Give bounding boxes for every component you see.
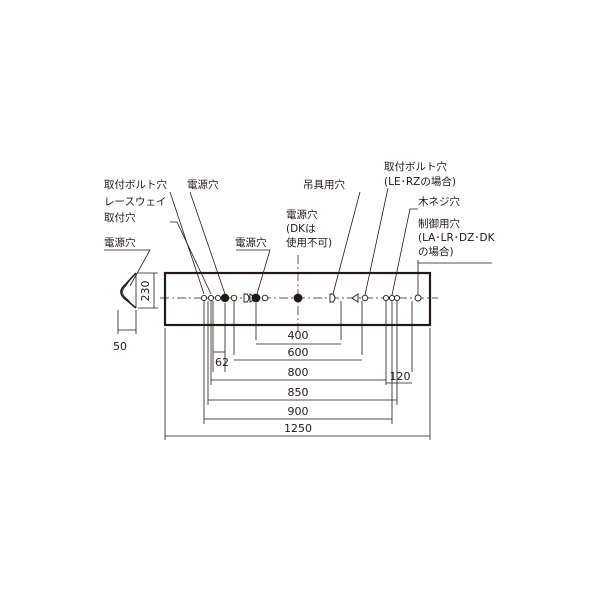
label-power-dk-2: (DKは: [286, 223, 316, 235]
dim-800-label: 800: [288, 366, 309, 379]
label-power-mid: 電源穴: [235, 236, 267, 249]
leader-hanger: [332, 191, 361, 295]
hole-small-mid: [261, 294, 269, 302]
leader-power-mid: [236, 249, 271, 295]
holes: [200, 293, 422, 303]
leader-raceway: [170, 221, 212, 295]
hole-hanger-b: [351, 293, 359, 303]
depth-dim-label: 50: [113, 340, 127, 353]
side-profile-outline: [120, 272, 137, 309]
hole-power-center: [293, 293, 303, 303]
leader-wood-screw: [391, 208, 418, 296]
hole-small-left: [230, 294, 238, 302]
dim-850-label: 850: [288, 386, 309, 399]
label-control-3: の場合): [418, 245, 454, 258]
hole-wood-screw-c: [393, 294, 401, 302]
dimension-lines: 400 600 62 800 120 850 900 1250: [165, 329, 430, 437]
label-hanger-hole: 吊具用穴: [303, 178, 345, 191]
leader-lines: [104, 187, 492, 296]
dim-120-label: 120: [390, 370, 411, 383]
height-dim-label: 230: [139, 281, 152, 302]
hole-raceway: [214, 294, 222, 302]
label-bolt-right-2: (LE･RZの場合): [384, 175, 456, 188]
leader-power-top: [189, 191, 226, 295]
dim-600-label: 600: [288, 346, 309, 359]
label-bolt-hole-left: 取付ボルト穴: [104, 178, 167, 191]
hole-power-mid: [251, 293, 261, 303]
side-profile-inner: [122, 279, 131, 303]
hole-wood-screw-a: [382, 294, 390, 302]
hole-power-left: [220, 293, 230, 303]
label-control-2: (LA･LR･DZ･DK: [418, 232, 496, 244]
dim-62-label: 62: [215, 356, 229, 369]
hole-bolt-right: [361, 294, 369, 302]
label-wood-screw: 木ネジ穴: [418, 195, 460, 208]
hole-d-shape-left-a: [243, 293, 250, 303]
callouts: 取付ボルト穴 レースウェイ 取付穴 電源穴 電源穴 電源穴 電源穴 (DKは 使…: [104, 160, 496, 258]
fixture-body: [160, 255, 438, 332]
extension-lines: [164, 301, 431, 440]
hole-control: [414, 294, 422, 302]
label-power-dk-1: 電源穴: [286, 208, 318, 221]
leader-bolt-right: [364, 187, 389, 296]
dim-1250-label: 1250: [284, 422, 312, 435]
hole-wood-screw-b: [388, 294, 396, 302]
dim-900-label: 900: [288, 405, 309, 418]
label-power-top: 電源穴: [187, 178, 219, 191]
leader-power-side: [104, 249, 151, 287]
hole-hanger-a: [329, 293, 336, 303]
hole-bolt-left-b: [207, 294, 215, 302]
label-bolt-right-1: 取付ボルト穴: [384, 160, 447, 173]
label-power-dk-3: 使用不可): [286, 236, 332, 249]
side-profile-view: 230 50: [113, 272, 158, 353]
label-control-1: 制御用穴: [418, 217, 460, 230]
hole-bolt-left-a: [200, 294, 208, 302]
label-raceway-1: レースウェイ: [104, 196, 166, 208]
label-power-side: 電源穴: [104, 236, 136, 249]
dim-400-label: 400: [288, 329, 309, 342]
label-raceway-2: 取付穴: [104, 211, 136, 224]
